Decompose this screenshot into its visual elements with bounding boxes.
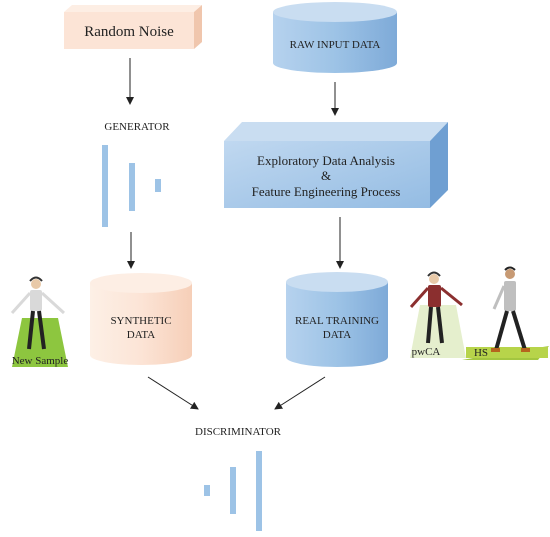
raw-input-cylinder: RAW INPUT DATA: [273, 2, 397, 73]
new-sample-label: New Sample: [12, 355, 69, 367]
person-icon: [491, 266, 530, 352]
eda-box: Exploratory Data Analysis & Feature Engi…: [224, 122, 448, 208]
real-to-discriminator-arrow: [274, 376, 326, 410]
hs-label: HS: [474, 347, 488, 359]
person-icon: [10, 276, 66, 350]
random-noise-box: Random Noise: [64, 5, 202, 49]
generator-bar-2: [129, 163, 135, 211]
eda-line-2: &: [321, 168, 331, 183]
new-sample-figure: New Sample: [10, 276, 69, 367]
discriminator-bar-1: [204, 485, 210, 496]
synthetic-to-discriminator-arrow: [147, 376, 199, 410]
discriminator-label: DISCRIMINATOR: [195, 426, 282, 438]
generator-bar-3: [155, 179, 161, 192]
real-training-data-cylinder: REAL TRAINING DATA: [286, 272, 388, 367]
generator-bar-1: [102, 145, 108, 227]
person-icon: [409, 271, 463, 344]
pwca-base: [410, 305, 466, 358]
synthetic-line-2: DATA: [127, 329, 156, 341]
generator-bars: [102, 145, 161, 227]
real-line-1: REAL TRAINING: [295, 315, 379, 327]
hs-mat: [466, 347, 548, 358]
hs-figure: HS: [462, 266, 549, 360]
synthetic-data-cylinder: SYNTHETIC DATA: [90, 273, 192, 365]
discriminator-bars: [204, 451, 262, 531]
eda-line-1: Exploratory Data Analysis: [257, 153, 395, 168]
discriminator-bar-2: [230, 467, 236, 514]
real-line-2: DATA: [323, 329, 352, 341]
generator-label: GENERATOR: [104, 121, 170, 133]
synthetic-line-1: SYNTHETIC: [110, 315, 171, 327]
eda-line-3: Feature Engineering Process: [252, 184, 401, 199]
new-sample-base: [12, 318, 68, 367]
discriminator-bar-3: [256, 451, 262, 531]
pwca-label: pwCA: [412, 346, 441, 358]
raw-input-label: RAW INPUT DATA: [290, 39, 381, 51]
pwca-figure: pwCA: [409, 271, 466, 358]
random-noise-label: Random Noise: [84, 24, 174, 40]
